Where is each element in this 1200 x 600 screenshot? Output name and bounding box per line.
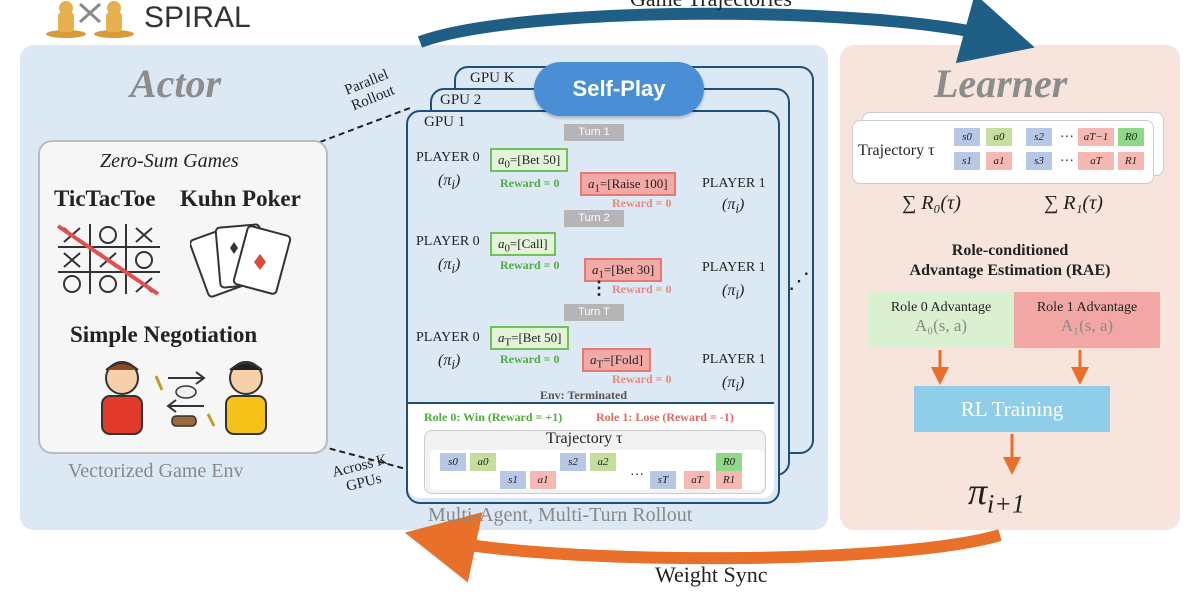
weight-sync-label: Weight Sync	[655, 562, 768, 587]
learner-token: s2	[1026, 128, 1052, 146]
logo: SPIRAL	[40, 0, 280, 38]
gpu-stack-dots: ⋰	[788, 268, 810, 293]
turn-vdots: ⋮	[590, 278, 608, 298]
player0-policy: (πi)	[438, 352, 461, 373]
tictactoe-icon	[56, 224, 160, 296]
role1-advantage-expr: A₁(s, a)	[1060, 316, 1114, 335]
player0-policy: (πi)	[438, 172, 461, 193]
trajectory-label: Trajectory τ	[546, 430, 623, 447]
traj-token: R1	[716, 471, 742, 489]
learner-token: a1	[986, 152, 1012, 170]
turn2-p0-reward: Reward = 0	[500, 258, 560, 272]
games-box	[38, 140, 328, 454]
game-tictactoe: TicTacToe	[54, 186, 156, 211]
player0-policy: (πi)	[438, 256, 461, 277]
learner-token: s3	[1026, 152, 1052, 170]
trajectory-arrow-label: Game Trajectories	[630, 0, 792, 12]
player0-label: PLAYER 0	[416, 234, 480, 249]
turnT-p1-reward: Reward = 0	[612, 372, 672, 386]
learner-token: a0	[986, 128, 1012, 146]
turn2-p1-action: a1=[Bet 30]	[584, 258, 663, 282]
role0-advantage-box: Role 0 Advantage A₀(s, a)	[868, 292, 1014, 348]
turn1-p1-reward: Reward = 0	[612, 196, 672, 210]
role0-advantage-label: Role 0 Advantage	[890, 300, 992, 315]
player1-label: PLAYER 1	[702, 176, 766, 191]
sum-role0: ∑ R₀(τ)	[902, 192, 961, 214]
traj-token: aT	[684, 471, 710, 489]
turn-t-label: Turn T	[564, 304, 624, 321]
chess-pieces-icon	[46, 1, 134, 38]
rollout-caption: Multi-Agent, Multi-Turn Rollout	[428, 504, 693, 526]
turn1-p1-action: a1=[Raise 100]	[580, 172, 676, 196]
turn1-p0-reward: Reward = 0	[500, 176, 560, 190]
traj-token: a1	[530, 471, 556, 489]
traj-token: s2	[560, 453, 586, 471]
self-play-badge: Self-Play	[534, 62, 704, 116]
rl-training-box: RL Training	[914, 386, 1110, 432]
learner-trajectory-label: Trajectory τ	[858, 142, 935, 159]
learner-token: s1	[954, 152, 980, 170]
gpu-1-label: GPU 1	[424, 114, 466, 130]
player1-policy: (πi)	[722, 196, 745, 217]
turn1-p0-action: a0=[Bet 50]	[490, 148, 569, 172]
role0-result: Role 0: Win (Reward = +1)	[424, 410, 563, 424]
turnT-p0-reward: Reward = 0	[500, 352, 560, 366]
turn-2-label: Turn 2	[564, 210, 624, 227]
player1-label: PLAYER 1	[702, 352, 766, 367]
vectorized-env-label: Vectorized Game Env	[68, 460, 244, 482]
traj-ellipsis: …	[630, 464, 644, 479]
negotiation-icon	[101, 361, 267, 435]
traj-token: R0	[716, 453, 742, 471]
game-simple-negotiation: Simple Negotiation	[70, 322, 258, 347]
traj-token: a0	[470, 453, 496, 471]
rae-title-1: Role-conditioned	[951, 242, 1069, 259]
sum-role1: ∑ R₁(τ)	[1044, 192, 1103, 214]
env-terminated: Env: Terminated	[540, 388, 628, 402]
turnT-p1-action: aT=[Fold]	[582, 348, 651, 372]
turn2-p1-reward: Reward = 0	[612, 282, 672, 296]
learner-token: aT	[1078, 152, 1114, 170]
turnT-p0-action: aT=[Bet 50]	[490, 326, 570, 350]
learner-ellipsis: …	[1060, 126, 1074, 141]
learner-ellipsis: …	[1060, 150, 1074, 165]
traj-token: a2	[590, 453, 616, 471]
traj-token: sT	[650, 471, 676, 489]
player0-label: PLAYER 0	[416, 150, 480, 165]
traj-token: s1	[500, 471, 526, 489]
role1-advantage-box: Role 1 Advantage A₁(s, a)	[1014, 292, 1160, 348]
game-kuhn-poker: Kuhn Poker	[180, 186, 301, 211]
role1-result: Role 1: Lose (Reward = -1)	[596, 410, 734, 424]
actor-title: Actor	[130, 61, 222, 106]
learner-token: aT−1	[1078, 128, 1114, 146]
turn2-p0-action: a0=[Call]	[490, 232, 556, 256]
learner-token: R0	[1118, 128, 1144, 146]
player1-label: PLAYER 1	[702, 260, 766, 275]
role1-advantage-label: Role 1 Advantage	[1036, 300, 1138, 315]
logo-text: SPIRAL	[144, 1, 251, 34]
rae-title-2: Advantage Estimation (RAE)	[909, 262, 1111, 279]
gpu-2-label: GPU 2	[440, 92, 482, 108]
player1-policy: (πi)	[722, 282, 745, 303]
turn-1-label: Turn 1	[564, 124, 624, 141]
player0-label: PLAYER 0	[416, 330, 480, 345]
gpu1-divider	[408, 402, 774, 404]
traj-token: s0	[440, 453, 466, 471]
playing-cards-icon	[190, 223, 292, 298]
learner-token: s0	[954, 128, 980, 146]
player1-policy: (πi)	[722, 374, 745, 395]
role0-advantage-expr: A₀(s, a)	[914, 316, 968, 335]
learner-title: Learner	[934, 61, 1068, 106]
gpu-k-label: GPU K	[470, 70, 515, 86]
policy-next: πi+1	[968, 471, 1025, 519]
learner-token: R1	[1118, 152, 1144, 170]
games-heading: Zero-Sum Games	[100, 150, 239, 172]
